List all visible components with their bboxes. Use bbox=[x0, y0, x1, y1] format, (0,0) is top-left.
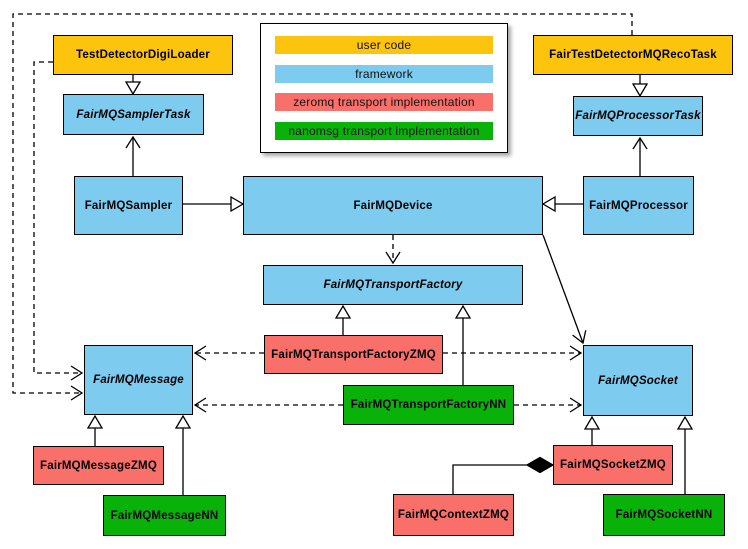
class-box-fairmqtransportfactorynn: FairMQTransportFactoryNN bbox=[343, 385, 514, 425]
class-box-fairmqmessagezmq: FairMQMessageZMQ bbox=[33, 446, 164, 485]
legend-item-nanomsg: nanomsg transport implementation bbox=[275, 121, 493, 140]
class-box-fairmqsamplertask: FairMQSamplerTask bbox=[63, 94, 204, 135]
legend-item-user-code: user code bbox=[275, 36, 493, 54]
edge-digiloader-message bbox=[33, 61, 84, 381]
class-box-fairmqmessagenn: FairMQMessageNN bbox=[103, 495, 226, 536]
class-box-fairmqcontextzmq: FairMQContextZMQ bbox=[393, 494, 514, 536]
class-box-fairmqmessage: FairMQMessage bbox=[84, 345, 193, 415]
class-box-fairmqtransportfactoryzmq: FairMQTransportFactoryZMQ bbox=[264, 335, 443, 374]
legend-item-framework: framework bbox=[275, 64, 493, 83]
edge-contextzmq-socketzmq bbox=[452, 464, 527, 494]
composition-diamond-icon bbox=[525, 456, 555, 474]
class-box-fairmqprocessortask: FairMQProcessorTask bbox=[573, 96, 703, 136]
class-box-fairmqsocket: FairMQSocket bbox=[583, 345, 693, 416]
class-box-fairmqdevice: FairMQDevice bbox=[243, 176, 543, 235]
edge-device-socket bbox=[542, 234, 587, 345]
class-box-fairtestdetectormqrecotask: FairTestDetectorMQRecoTask bbox=[533, 35, 733, 75]
legend: user code framework zeromq transport imp… bbox=[260, 23, 508, 153]
class-box-fairmqprocessor: FairMQProcessor bbox=[583, 176, 694, 235]
class-box-fairmqsampler: FairMQSampler bbox=[74, 176, 183, 235]
class-box-testdetectordigiloader: TestDetectorDigiLoader bbox=[53, 35, 233, 75]
class-box-fairmqtransportfactory: FairMQTransportFactory bbox=[263, 265, 523, 305]
edge-recotask-message bbox=[12, 13, 633, 401]
class-box-fairmqsocketnn: FairMQSocketNN bbox=[603, 494, 725, 536]
legend-item-zeromq: zeromq transport implementation bbox=[275, 93, 493, 112]
class-box-fairmqsocketzmq: FairMQSocketZMQ bbox=[553, 445, 673, 485]
